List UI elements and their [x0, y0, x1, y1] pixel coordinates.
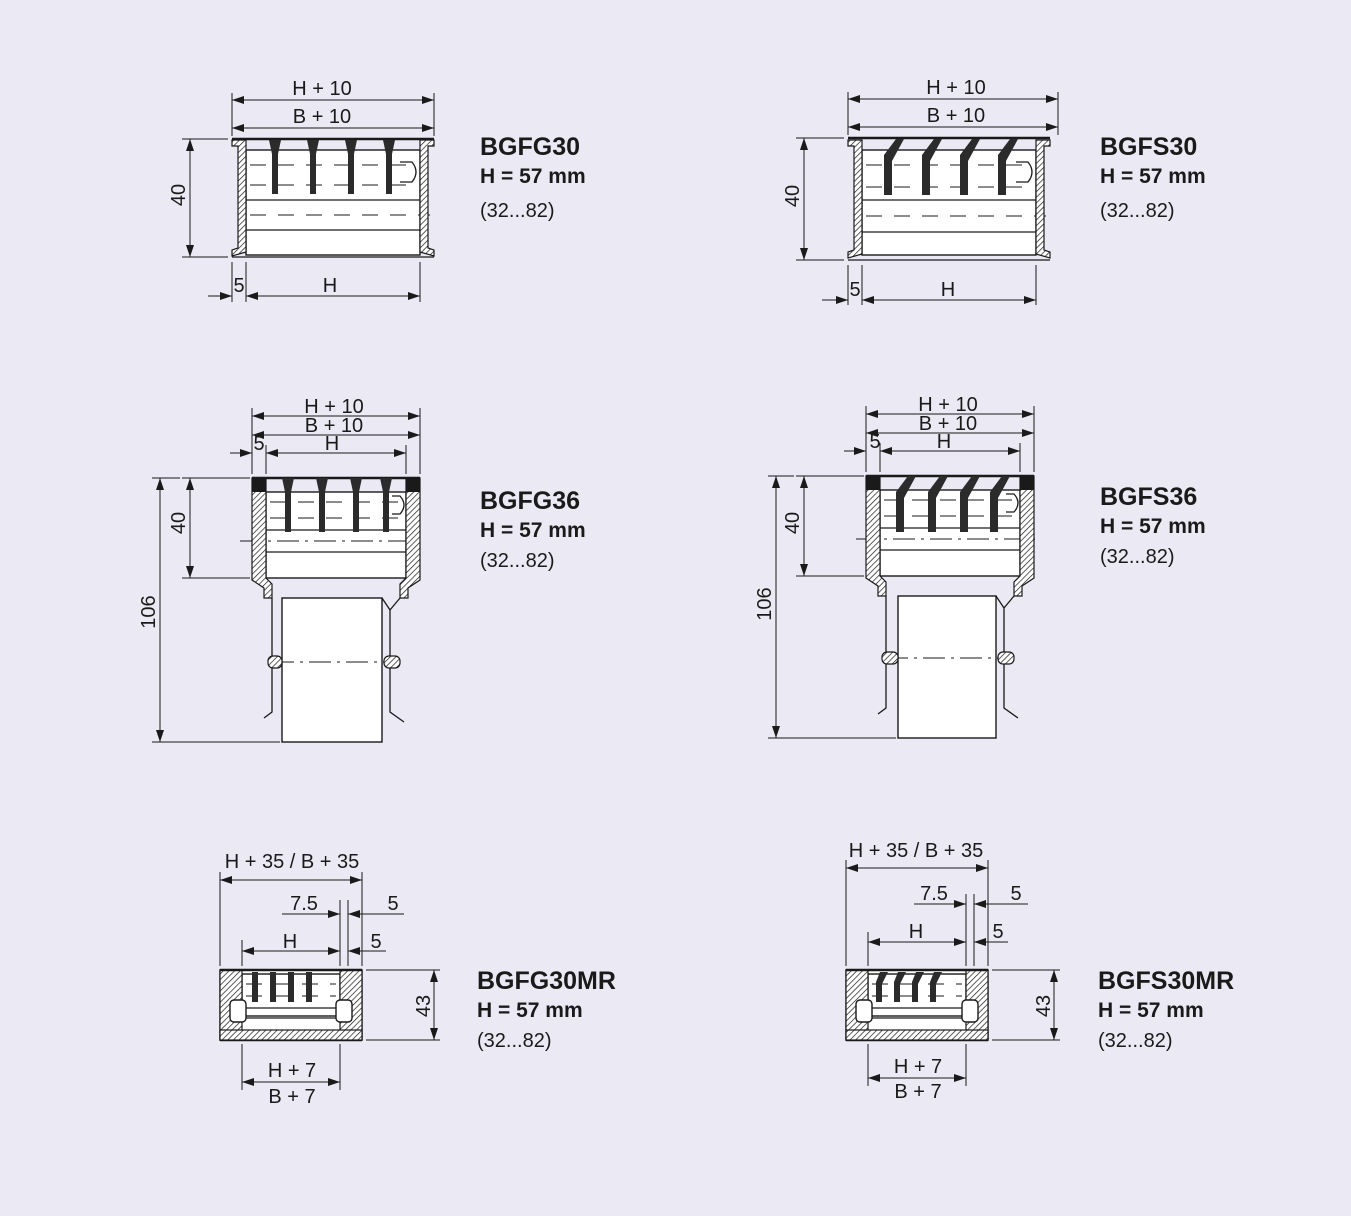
product-range: (32...82): [480, 200, 555, 222]
dim-text: H + 10: [918, 394, 977, 416]
product-label-bgfg30: BGFG30 H = 57 mm (32...82): [480, 132, 586, 226]
dim-text: B + 7: [268, 1086, 315, 1108]
dim-text: 7.5: [290, 893, 318, 915]
dim-text: 40: [782, 185, 804, 207]
product-label-bgfs30mr: BGFS30MR H = 57 mm (32...82): [1098, 966, 1234, 1056]
product-height: H = 57 mm: [480, 519, 586, 542]
dim-text: H: [937, 431, 951, 453]
dim-text: 43: [1033, 995, 1055, 1017]
product-range: (32...82): [1100, 200, 1175, 222]
dim-text: H: [323, 275, 337, 297]
product-name: BGFG36: [480, 487, 581, 515]
dim-text: 5: [1010, 883, 1021, 905]
dim-text: H: [283, 931, 297, 953]
dim-text: 5: [387, 893, 398, 915]
dim-text: B + 7: [894, 1081, 941, 1103]
drawing-bgfs36: [768, 406, 1036, 739]
product-name: BGFG30: [480, 133, 581, 161]
dim-text: H + 10: [926, 77, 985, 99]
dim-text: 5: [233, 275, 244, 297]
product-name: BGFS30MR: [1098, 967, 1235, 995]
dim-text: H + 10: [304, 396, 363, 418]
dim-text: H: [325, 433, 339, 455]
dim-text: H: [941, 279, 955, 301]
product-label-bgfs30: BGFS30 H = 57 mm (32...82): [1100, 132, 1206, 226]
dim-text: 40: [168, 512, 190, 534]
product-height: H = 57 mm: [1100, 165, 1206, 188]
dim-text: 5: [370, 931, 381, 953]
drawing-bgfs30mr: [845, 860, 1060, 1086]
dim-text: 106: [754, 587, 776, 620]
dim-text: H + 7: [268, 1060, 316, 1082]
product-name: BGFS36: [1100, 483, 1198, 511]
product-height: H = 57 mm: [480, 165, 586, 188]
product-range: (32...82): [1100, 546, 1175, 568]
dim-text: 5: [992, 921, 1003, 943]
dim-text: H + 35 / B + 35: [225, 851, 360, 873]
dim-text: H + 35 / B + 35: [849, 840, 984, 862]
dim-text: 43: [413, 995, 435, 1017]
dim-text: 40: [782, 512, 804, 534]
dim-text: 106: [138, 595, 160, 628]
drawing-bgfs30: [796, 92, 1059, 305]
product-range: (32...82): [480, 550, 555, 572]
dim-text: H + 7: [894, 1056, 942, 1078]
drawing-bgfg36: [152, 408, 421, 743]
dimension-labels: H + 10 B + 10 40 5 H H + 10 B + 10 40 5 …: [138, 77, 1055, 1108]
product-name: BGFS30: [1100, 133, 1198, 161]
dim-text: 7.5: [920, 883, 948, 905]
product-label-bgfg30mr: BGFG30MR H = 57 mm (32...82): [477, 966, 616, 1056]
product-label-bgfs36: BGFS36 H = 57 mm (32...82): [1100, 482, 1206, 572]
dim-text: 40: [168, 184, 190, 206]
dim-text: 5: [869, 431, 880, 453]
dim-text: 5: [849, 279, 860, 301]
product-height: H = 57 mm: [1100, 515, 1206, 538]
dim-text: B + 10: [927, 105, 985, 127]
product-label-bgfg36: BGFG36 H = 57 mm (32...82): [480, 486, 586, 576]
dim-text: H + 10: [292, 78, 351, 100]
product-range: (32...82): [477, 1030, 552, 1052]
drawing-bgfg30: [182, 93, 435, 302]
dim-text: 5: [253, 433, 264, 455]
dim-text: B + 10: [919, 413, 977, 435]
dim-text: B + 10: [293, 106, 351, 128]
product-name: BGFG30MR: [477, 967, 616, 995]
drawing-bgfg30mr: [219, 872, 440, 1090]
dim-text: B + 10: [305, 415, 363, 437]
product-height: H = 57 mm: [1098, 999, 1204, 1022]
dim-text: H: [909, 921, 923, 943]
product-range: (32...82): [1098, 1030, 1173, 1052]
product-height: H = 57 mm: [477, 999, 583, 1022]
